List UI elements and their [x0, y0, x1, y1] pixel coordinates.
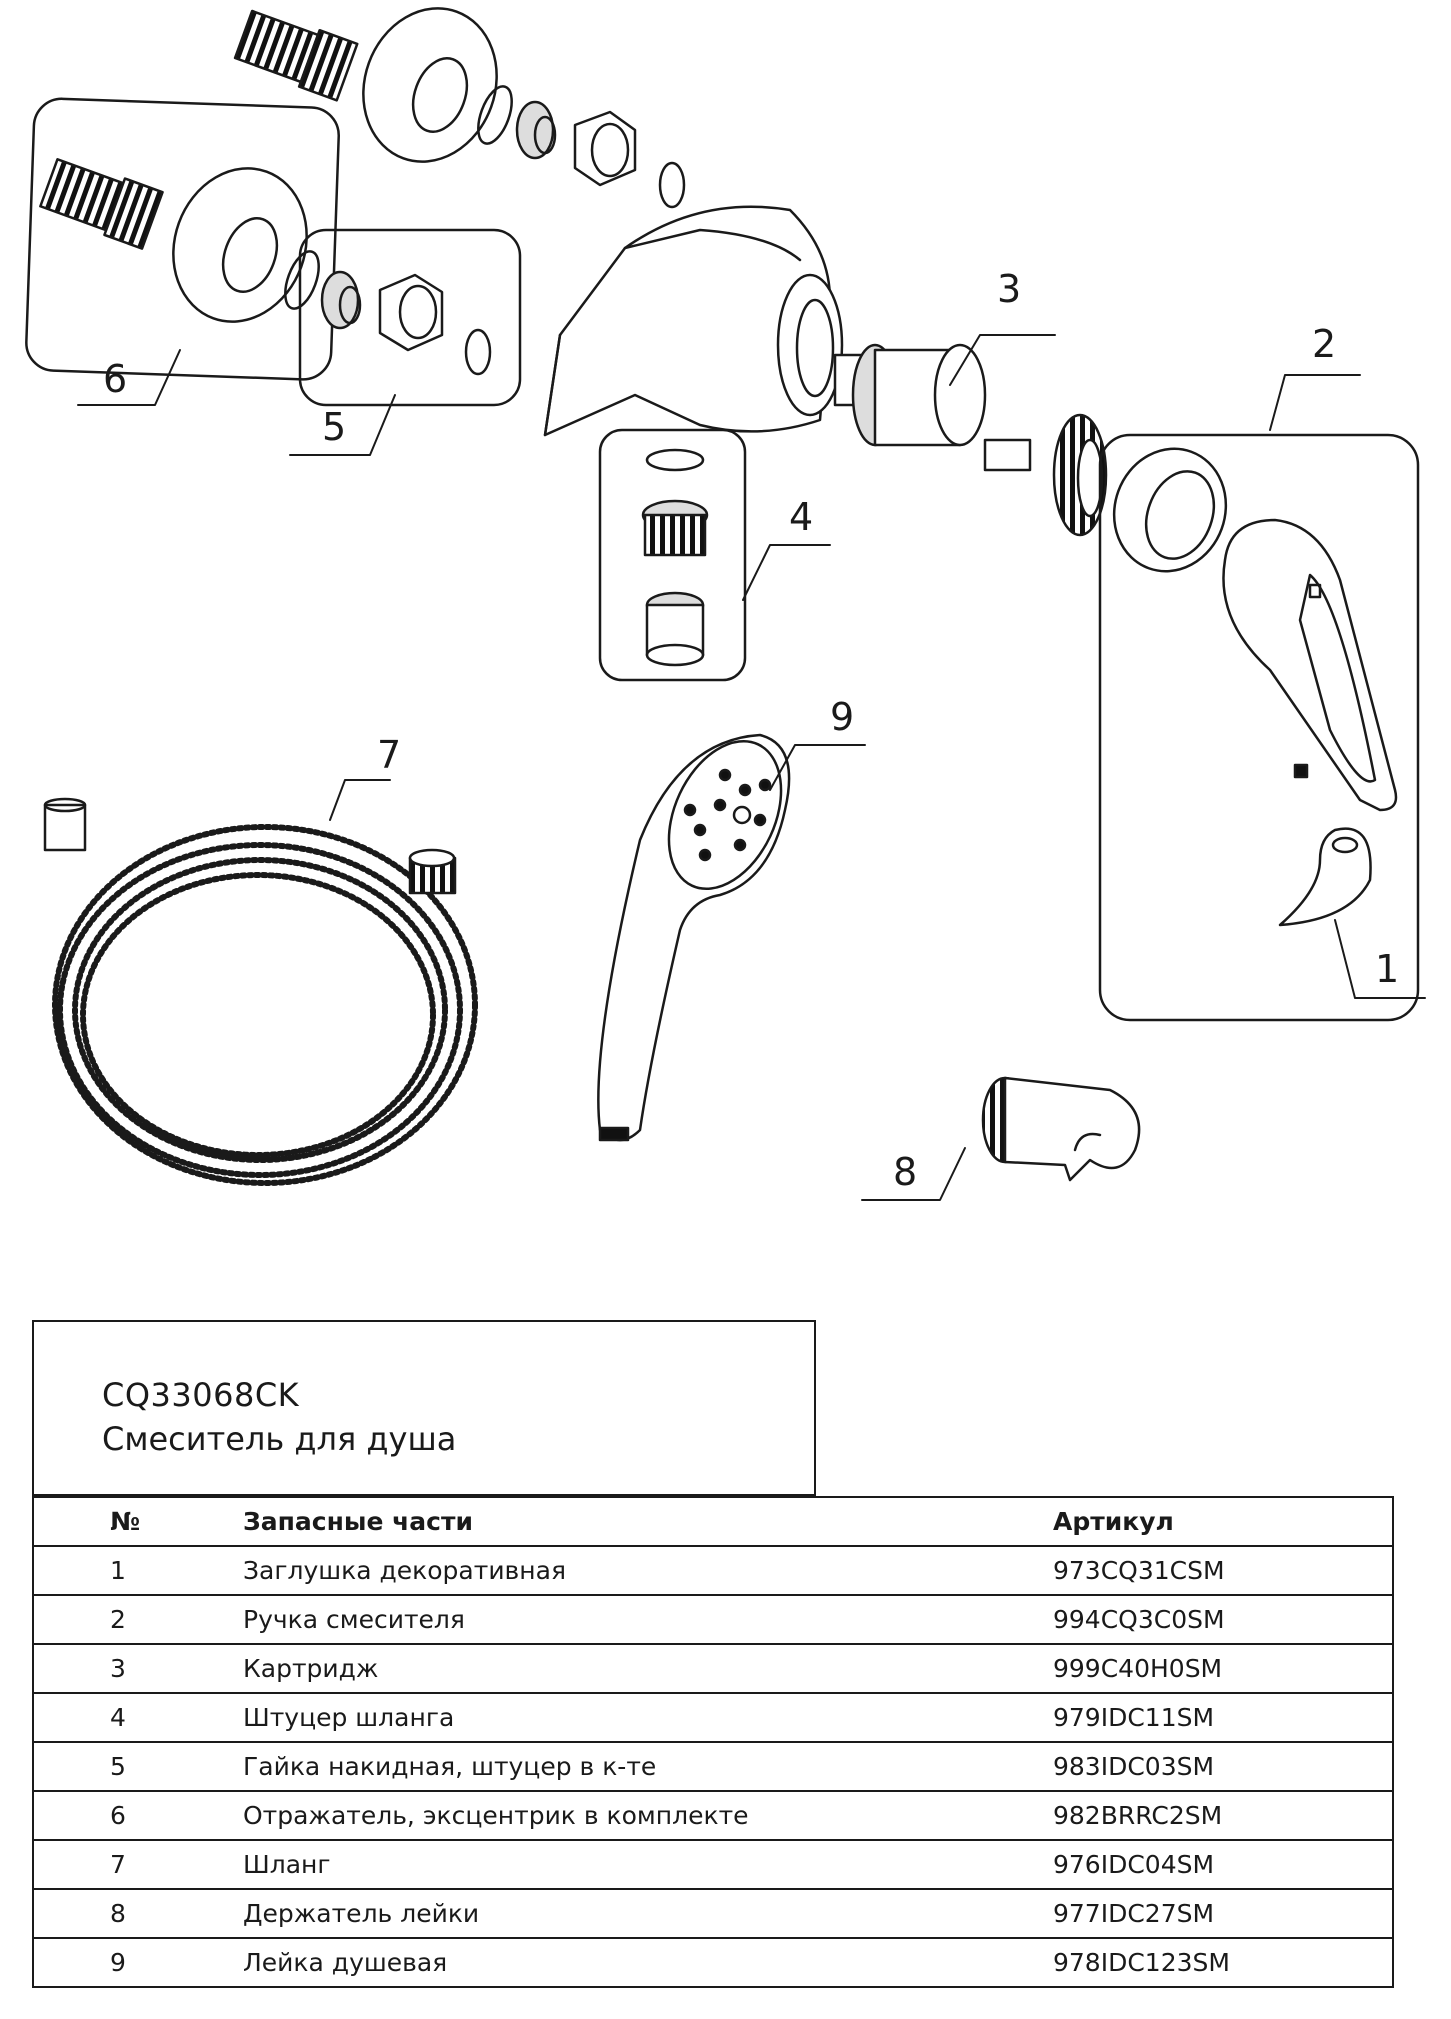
callout-6: 6 — [103, 357, 127, 401]
table-row: 1 Заглушка декоративная 973CQ31CSM — [33, 1545, 1393, 1596]
row-part-name: Держатель лейки — [173, 1888, 1009, 1939]
group-4-frame — [598, 428, 747, 682]
callout-3: 3 — [997, 267, 1021, 311]
table-row: 7 Шланг 976IDC04SM — [33, 1839, 1393, 1890]
row-article: 983IDC03SM — [1009, 1741, 1393, 1792]
row-number: 1 — [33, 1545, 173, 1596]
shower-holder — [981, 1076, 1141, 1182]
shower-hose — [52, 824, 478, 1186]
row-number: 3 — [33, 1643, 173, 1694]
row-article: 979IDC11SM — [1009, 1692, 1393, 1743]
callout-1: 1 — [1375, 947, 1399, 991]
lower-eccentric-assembly — [39, 158, 320, 323]
callout-2: 2 — [1312, 322, 1336, 366]
table-row: 9 Лейка душевая 978IDC123SM — [33, 1937, 1393, 1988]
model-code: CQ33068CK — [102, 1376, 300, 1414]
nut-fitting-assembly — [320, 270, 492, 376]
exploded-parts-diagram: 6 5 3 2 4 7 9 1 8 — [25, 7, 1426, 1201]
column-header-number: № — [33, 1496, 173, 1547]
row-article: 994CQ3C0SM — [1009, 1594, 1393, 1645]
row-part-name: Отражатель, эксцентрик в комплекте — [173, 1790, 1009, 1841]
product-title-box: CQ33068CK Смеситель для душа — [32, 1320, 816, 1496]
table-row: 3 Картридж 999C40H0SM — [33, 1643, 1393, 1694]
table-row: 6 Отражатель, эксцентрик в комплекте 982… — [33, 1790, 1393, 1841]
row-part-name: Заглушка декоративная — [173, 1545, 1009, 1596]
decorative-cap — [1278, 827, 1372, 927]
upper-eccentric-assembly — [233, 7, 686, 209]
group-2-frame — [1098, 433, 1420, 1022]
row-number: 4 — [33, 1692, 173, 1743]
group-6-frame — [25, 97, 340, 381]
callout-leaders — [77, 334, 1426, 1201]
spare-parts-table: № Запасные части Артикул 1 Заглушка деко… — [32, 1496, 1394, 1988]
row-number: 6 — [33, 1790, 173, 1841]
row-part-name: Гайка накидная, штуцер в к-те — [173, 1741, 1009, 1792]
row-article: 982BRRC2SM — [1009, 1790, 1393, 1841]
row-article: 999C40H0SM — [1009, 1643, 1393, 1694]
column-header-article: Артикул — [1009, 1496, 1393, 1547]
callout-5: 5 — [322, 405, 346, 449]
row-number: 7 — [33, 1839, 173, 1890]
group-5-frame — [298, 228, 522, 407]
row-part-name: Лейка душевая — [173, 1937, 1009, 1988]
row-article: 977IDC27SM — [1009, 1888, 1393, 1939]
table-row: 4 Штуцер шланга 979IDC11SM — [33, 1692, 1393, 1743]
hose-fitting — [641, 448, 709, 667]
callout-8: 8 — [893, 1150, 917, 1194]
row-part-name: Штуцер шланга — [173, 1692, 1009, 1743]
cartridge — [833, 343, 1108, 537]
row-part-name: Шланг — [173, 1839, 1009, 1890]
row-article: 973CQ31CSM — [1009, 1545, 1393, 1596]
row-number: 5 — [33, 1741, 173, 1792]
column-header-part: Запасные части — [173, 1496, 1009, 1547]
row-article: 976IDC04SM — [1009, 1839, 1393, 1890]
row-number: 2 — [33, 1594, 173, 1645]
table-row: 2 Ручка смесителя 994CQ3C0SM — [33, 1594, 1393, 1645]
row-article: 978IDC123SM — [1009, 1937, 1393, 1988]
callout-7: 7 — [377, 733, 401, 777]
row-part-name: Картридж — [173, 1643, 1009, 1694]
row-number: 9 — [33, 1937, 173, 1988]
mixer-body — [543, 205, 844, 437]
hose-ends — [43, 797, 457, 895]
table-header-row: № Запасные части Артикул — [33, 1496, 1393, 1547]
row-number: 8 — [33, 1888, 173, 1939]
mixer-handle — [1112, 447, 1398, 812]
callout-9: 9 — [830, 695, 854, 739]
callout-4: 4 — [789, 495, 813, 539]
table-row: 8 Держатель лейки 977IDC27SM — [33, 1888, 1393, 1939]
hand-shower — [597, 733, 791, 1142]
row-part-name: Ручка смесителя — [173, 1594, 1009, 1645]
product-name: Смеситель для душа — [102, 1420, 457, 1458]
table-row: 5 Гайка накидная, штуцер в к-те 983IDC03… — [33, 1741, 1393, 1792]
